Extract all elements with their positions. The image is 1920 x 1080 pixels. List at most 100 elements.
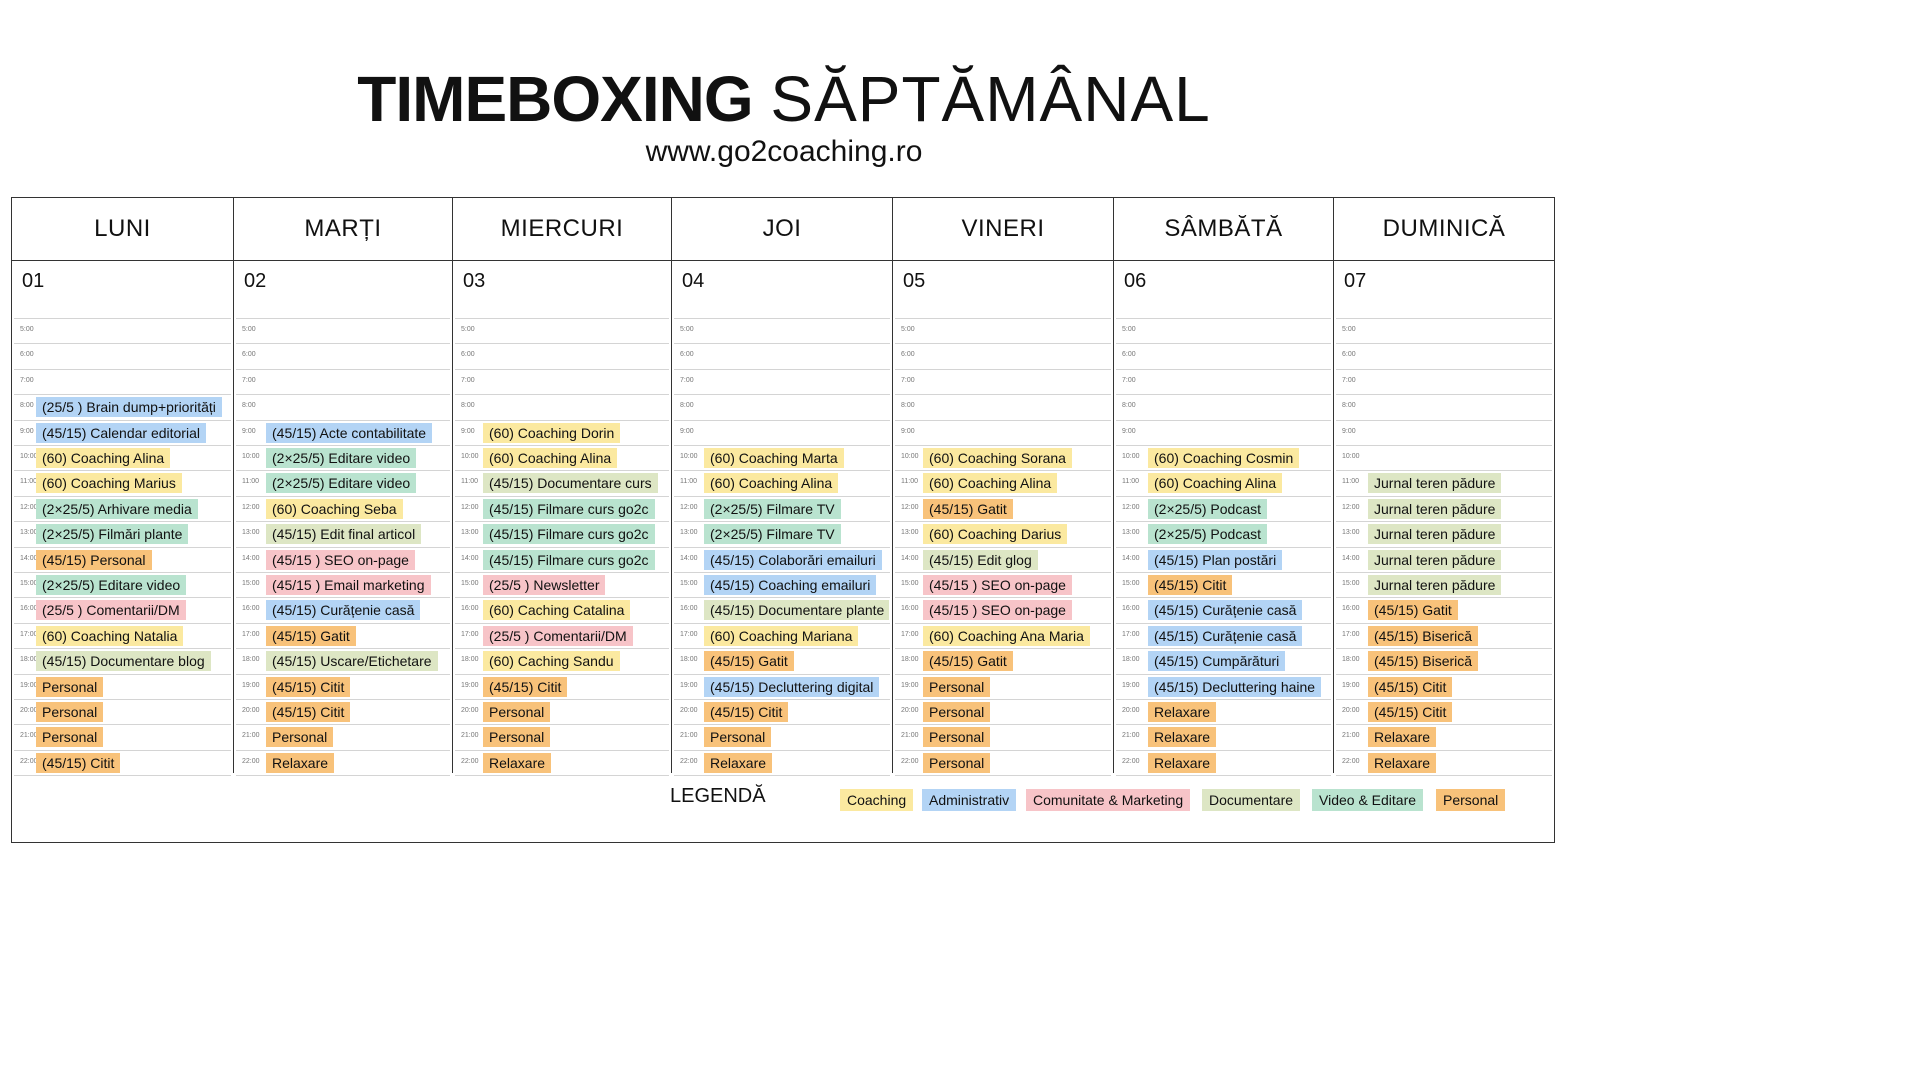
timebox-event[interactable]: (60) Coaching Cosmin — [1148, 448, 1300, 468]
timebox-event[interactable]: Jurnal teren pădure — [1368, 498, 1502, 519]
timebox-event[interactable]: (60) Coaching Mariana — [704, 625, 859, 646]
timebox-event[interactable]: (45/15) Biserică — [1368, 625, 1479, 646]
timebox-event[interactable]: (45/15) Documentare blog — [36, 651, 211, 672]
timebox-event[interactable]: (2×25/5) Filmare TV — [704, 524, 841, 545]
timebox-event[interactable]: (45/15) Edit final articol — [266, 524, 422, 545]
timebox-event[interactable]: (45/15) Citit — [704, 702, 789, 722]
timebox-event[interactable]: (45/15) Gatit — [923, 498, 1013, 519]
timebox-event[interactable]: (45/15) Curățenie casă — [1148, 600, 1303, 621]
timebox-event[interactable]: (60) Caching Sandu — [483, 651, 620, 672]
timebox-event[interactable]: (2×25/5) Editare video — [36, 575, 187, 595]
timebox-event[interactable]: (60) Coaching Alina — [36, 448, 171, 468]
timebox-event[interactable]: Personal — [923, 676, 991, 697]
timebox-event[interactable]: (45/15) Citit — [1368, 676, 1453, 697]
timebox-event[interactable]: Personal — [483, 702, 551, 722]
hour-label: 21:00 — [20, 732, 38, 740]
timebox-event[interactable]: Personal — [483, 727, 551, 748]
hour-line — [14, 648, 231, 650]
timebox-event[interactable]: Relaxare — [704, 752, 773, 773]
timebox-event[interactable]: Relaxare — [1368, 727, 1437, 748]
timebox-event[interactable]: (25/5 ) Comentarii/DM — [483, 625, 633, 646]
timebox-event[interactable]: (45/15) Documentare curs — [483, 473, 658, 494]
timebox-event[interactable]: (25/5 ) Brain dump+priorități — [36, 397, 222, 418]
timebox-event[interactable]: (60) Coaching Alina — [483, 448, 618, 468]
timebox-event[interactable]: Personal — [266, 727, 334, 748]
timebox-event[interactable]: (45/15 ) SEO on-page — [923, 575, 1072, 595]
timebox-event[interactable]: (45/15) Gatit — [1368, 600, 1458, 621]
timebox-event[interactable]: Relaxare — [1148, 727, 1217, 748]
timebox-event[interactable]: (2×25/5) Podcast — [1148, 524, 1268, 545]
timebox-event[interactable]: (45/15) Curățenie casă — [266, 600, 421, 621]
timebox-event[interactable]: (60) Coaching Darius — [923, 524, 1068, 545]
timebox-event[interactable]: (60) Caching Catalina — [483, 600, 631, 621]
timebox-event[interactable]: Personal — [704, 727, 772, 748]
hour-line — [1116, 572, 1331, 573]
timebox-event[interactable]: (45/15) Biserică — [1368, 651, 1479, 672]
timebox-event[interactable]: Personal — [923, 752, 991, 773]
timebox-event[interactable]: (45/15) Citit — [1148, 575, 1233, 595]
timebox-event[interactable]: (2×25/5) Podcast — [1148, 498, 1268, 519]
timebox-event[interactable]: (45/15) Citit — [483, 676, 568, 697]
website-link[interactable]: www.go2coaching.ro — [645, 135, 923, 168]
timebox-event[interactable]: (45/15 ) SEO on-page — [266, 549, 415, 570]
timebox-event[interactable]: (45/15 ) SEO on-page — [923, 600, 1072, 621]
timebox-event[interactable]: (60) Coaching Ana Maria — [923, 625, 1090, 646]
timebox-event[interactable]: (45/15) Citit — [36, 752, 121, 773]
timebox-event[interactable]: Jurnal teren pădure — [1368, 575, 1502, 595]
timebox-event[interactable]: (2×25/5) Editare video — [266, 448, 417, 468]
timebox-event[interactable]: (45/15) Personal — [36, 549, 152, 570]
timebox-event[interactable]: (45/15) Decluttering digital — [704, 676, 880, 697]
timebox-event[interactable]: Jurnal teren pădure — [1368, 524, 1502, 545]
timebox-event[interactable]: Relaxare — [266, 752, 335, 773]
timebox-event[interactable]: (45/15) Gatit — [923, 651, 1013, 672]
timebox-event[interactable]: (25/5 ) Comentarii/DM — [36, 600, 186, 621]
timebox-event[interactable]: (45/15) Uscare/Etichetare — [266, 651, 438, 672]
hour-line — [236, 622, 450, 624]
timebox-event[interactable]: Personal — [36, 676, 104, 697]
timebox-event[interactable]: (45/15) Plan postări — [1148, 549, 1283, 570]
timebox-event[interactable]: Jurnal teren pădure — [1368, 549, 1502, 570]
timebox-event[interactable]: (60) Coaching Dorin — [483, 422, 621, 443]
timebox-event[interactable]: (45/15) Curățenie casă — [1148, 625, 1303, 646]
timebox-event[interactable]: (45/15) Coaching emailuri — [704, 575, 877, 595]
timebox-event[interactable]: (60) Coaching Natalia — [36, 625, 184, 646]
hour-line — [455, 622, 669, 624]
timebox-event[interactable]: (45/15) Calendar editorial — [36, 422, 206, 443]
timebox-event[interactable]: (45/15) Decluttering haine — [1148, 676, 1322, 697]
timebox-event[interactable]: (45/15) Documentare plante — [704, 600, 889, 621]
timebox-event[interactable]: Relaxare — [1148, 702, 1217, 722]
timebox-event[interactable]: (2×25/5) Editare video — [266, 473, 417, 494]
timebox-event[interactable]: (60) Coaching Marius — [36, 473, 182, 494]
timebox-event[interactable]: (2×25/5) Arhivare media — [36, 498, 198, 519]
timebox-event[interactable]: (45/15) Citit — [266, 702, 351, 722]
timebox-event[interactable]: (25/5 ) Newsletter — [483, 575, 606, 595]
timebox-event[interactable]: (45/15) Acte contabilitate — [266, 422, 433, 443]
timebox-event[interactable]: (45/15) Filmare curs go2c — [483, 549, 655, 570]
timebox-event[interactable]: (60) Coaching Sorana — [923, 448, 1072, 468]
timebox-event[interactable]: (45/15 ) Email marketing — [266, 575, 431, 595]
timebox-event[interactable]: (45/15) Gatit — [266, 625, 356, 646]
timebox-event[interactable]: Personal — [36, 727, 104, 748]
timebox-event[interactable]: Relaxare — [483, 752, 552, 773]
timebox-event[interactable]: (60) Coaching Marta — [704, 448, 844, 468]
timebox-event[interactable]: (45/15) Gatit — [704, 651, 794, 672]
timebox-event[interactable]: (2×25/5) Filmări plante — [36, 524, 189, 545]
timebox-event[interactable]: (60) Coaching Alina — [1148, 473, 1283, 494]
timebox-event[interactable]: (2×25/5) Filmare TV — [704, 498, 841, 519]
timebox-event[interactable]: (45/15) Filmare curs go2c — [483, 498, 655, 519]
timebox-event[interactable]: Relaxare — [1148, 752, 1217, 773]
timebox-event[interactable]: (45/15) Citit — [266, 676, 351, 697]
timebox-event[interactable]: (45/15) Colaborări emailuri — [704, 549, 882, 570]
timebox-event[interactable]: (60) Coaching Seba — [266, 498, 403, 519]
timebox-event[interactable]: (45/15) Edit glog — [923, 549, 1038, 570]
timebox-event[interactable]: (45/15) Citit — [1368, 702, 1453, 722]
timebox-event[interactable]: Personal — [36, 702, 104, 722]
timebox-event[interactable]: Personal — [923, 702, 991, 722]
timebox-event[interactable]: (45/15) Filmare curs go2c — [483, 524, 655, 545]
timebox-event[interactable]: (60) Coaching Alina — [923, 473, 1058, 494]
timebox-event[interactable]: Personal — [923, 727, 991, 748]
timebox-event[interactable]: Relaxare — [1368, 752, 1437, 773]
timebox-event[interactable]: Jurnal teren pădure — [1368, 473, 1502, 494]
timebox-event[interactable]: (60) Coaching Alina — [704, 473, 839, 494]
timebox-event[interactable]: (45/15) Cumpărături — [1148, 651, 1286, 672]
